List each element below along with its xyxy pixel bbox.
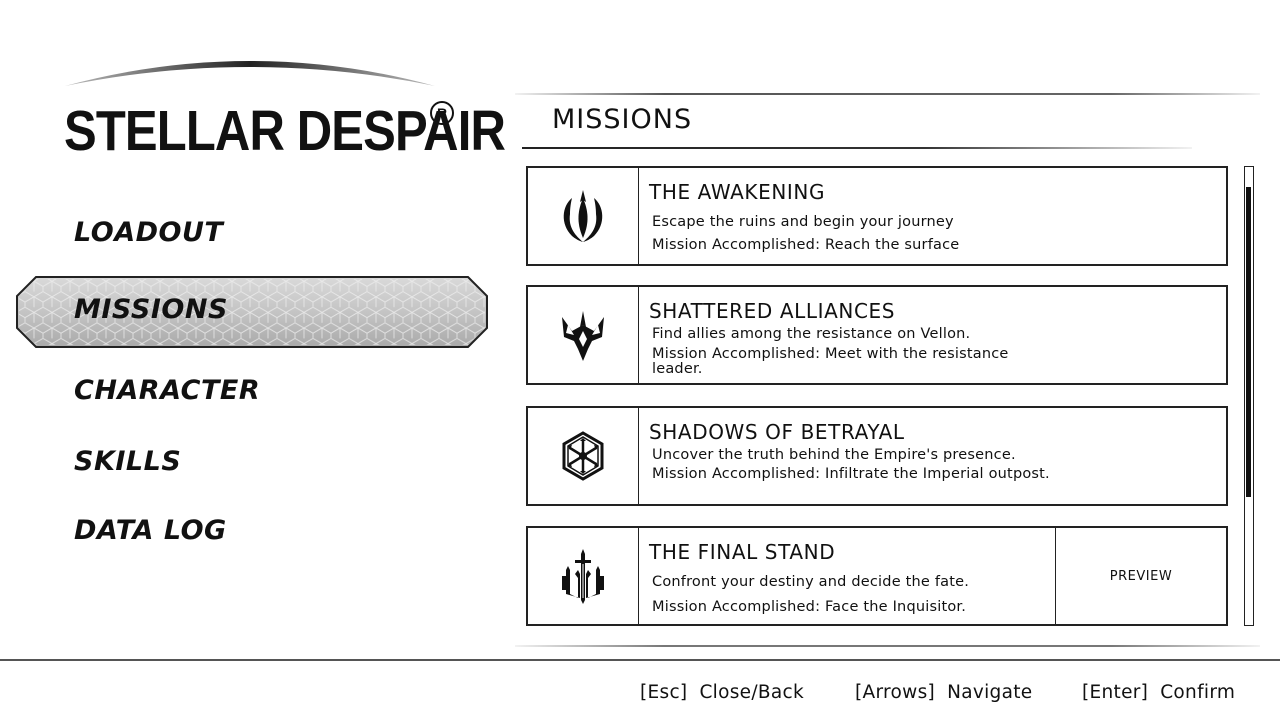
logo-arc-decoration xyxy=(65,61,435,86)
mission-icon-cell xyxy=(528,408,639,504)
nav-item-skills[interactable]: SKILLS xyxy=(74,446,182,477)
hint-action: Navigate xyxy=(947,682,1033,703)
mission-accomplished: Mission Accomplished: Reach the surface xyxy=(652,237,960,253)
mission-icon-cell xyxy=(528,168,639,264)
mission-name: SHADOWS OF BETRAYAL xyxy=(649,420,905,444)
mission-accomplished: Mission Accomplished: Face the Inquisito… xyxy=(652,599,967,615)
mission-accomplished: Mission Accomplished: Infiltrate the Imp… xyxy=(652,466,1050,482)
panel-top-divider xyxy=(515,93,1260,95)
registered-mark: R xyxy=(430,101,454,125)
mission-card-the-final-stand[interactable]: THE FINAL STAND Confront your destiny an… xyxy=(526,526,1228,626)
section-title-underline xyxy=(522,147,1192,149)
imperial-cog-icon xyxy=(562,431,604,481)
mission-name: THE AWAKENING xyxy=(649,180,826,204)
rebel-crest-icon xyxy=(563,190,603,242)
footer-divider xyxy=(0,659,1280,661)
mission-card-shattered-alliances[interactable]: SHATTERED ALLIANCES Find allies among th… xyxy=(526,285,1228,385)
mission-icon-cell xyxy=(528,528,639,624)
sword-fortress-icon xyxy=(562,549,604,604)
mission-description: Escape the ruins and begin your journey xyxy=(652,214,954,230)
mission-name: SHATTERED ALLIANCES xyxy=(649,299,896,323)
mission-description: Uncover the truth behind the Empire's pr… xyxy=(652,447,1016,463)
mission-accomplished: Mission Accomplished: Meet with the resi… xyxy=(652,346,1009,377)
scrollbar-thumb[interactable] xyxy=(1246,187,1251,497)
hint-navigate[interactable]: [Arrows] Navigate xyxy=(855,682,1032,703)
mission-card-the-awakening[interactable]: THE AWAKENING Escape the ruins and begin… xyxy=(526,166,1228,266)
nav-active-highlight xyxy=(16,276,488,348)
nav-item-data-log[interactable]: DATA LOG xyxy=(74,515,227,546)
mission-description: Confront your destiny and decide the fat… xyxy=(652,574,970,590)
hint-action: Close/Back xyxy=(699,682,804,703)
section-title: MISSIONS xyxy=(552,104,693,135)
mission-description: Find allies among the resistance on Vell… xyxy=(652,326,971,342)
hint-close-back[interactable]: [Esc] Close/Back xyxy=(640,682,804,703)
hint-key: [Enter] xyxy=(1082,682,1149,703)
winged-starbird-icon xyxy=(562,311,604,361)
nav-item-loadout[interactable]: LOADOUT xyxy=(74,217,224,248)
mission-card-shadows-of-betrayal[interactable]: SHADOWS OF BETRAYAL Uncover the truth be… xyxy=(526,406,1228,506)
mission-name: THE FINAL STAND xyxy=(649,540,836,564)
hint-key: [Esc] xyxy=(640,682,688,703)
mission-list-scrollbar[interactable] xyxy=(1244,166,1254,626)
hint-key: [Arrows] xyxy=(855,682,936,703)
mission-icon-cell xyxy=(528,287,639,383)
hint-action: Confirm xyxy=(1160,682,1236,703)
nav-item-character[interactable]: CHARACTER xyxy=(74,375,261,406)
hint-confirm[interactable]: [Enter] Confirm xyxy=(1082,682,1235,703)
nav-item-missions[interactable]: MISSIONS xyxy=(74,294,228,325)
preview-button[interactable]: PREVIEW xyxy=(1055,528,1226,624)
panel-bottom-divider xyxy=(515,645,1260,647)
